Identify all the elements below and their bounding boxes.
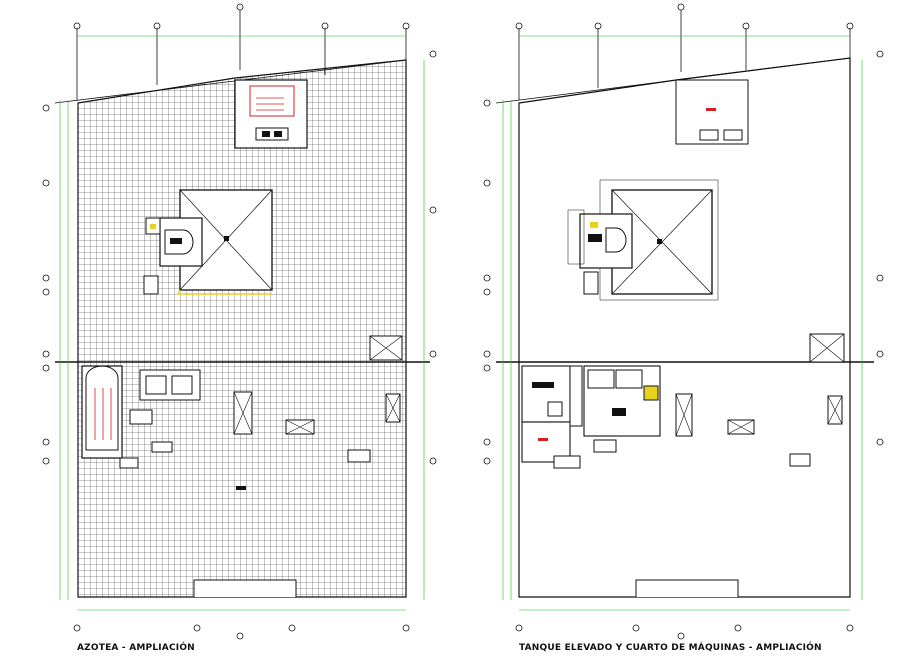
lower-stair-left bbox=[81, 365, 139, 469]
axis-bubbles-side-right bbox=[483, 50, 884, 600]
axis-bubbles-top-left bbox=[73, 3, 410, 100]
top-room-right bbox=[675, 79, 749, 145]
top-stair-room-left bbox=[234, 79, 308, 149]
axis-bubbles-bottom-right bbox=[515, 609, 854, 640]
machine-room-right bbox=[567, 209, 633, 295]
caption-tanque-elevado: TANQUE ELEVADO Y CUARTO DE MÁQUINAS - AM… bbox=[519, 643, 822, 653]
water-tank-left bbox=[176, 189, 273, 295]
axis-bubbles-top-right bbox=[515, 3, 854, 100]
machine-room-left bbox=[143, 217, 203, 295]
plan-azotea bbox=[42, 3, 437, 640]
bottom-notch-left bbox=[193, 579, 297, 597]
equipment-left bbox=[129, 335, 403, 490]
axis-bubbles-side-left bbox=[42, 50, 437, 600]
roof-tile-area-left bbox=[77, 59, 407, 598]
axis-bubbles-bottom-left bbox=[73, 609, 410, 640]
lower-rooms-right bbox=[521, 333, 845, 469]
bottom-notch-right bbox=[635, 579, 739, 597]
caption-azotea: AZOTEA - AMPLIACIÓN bbox=[77, 643, 195, 653]
plan-tanque-elevado bbox=[483, 3, 884, 640]
